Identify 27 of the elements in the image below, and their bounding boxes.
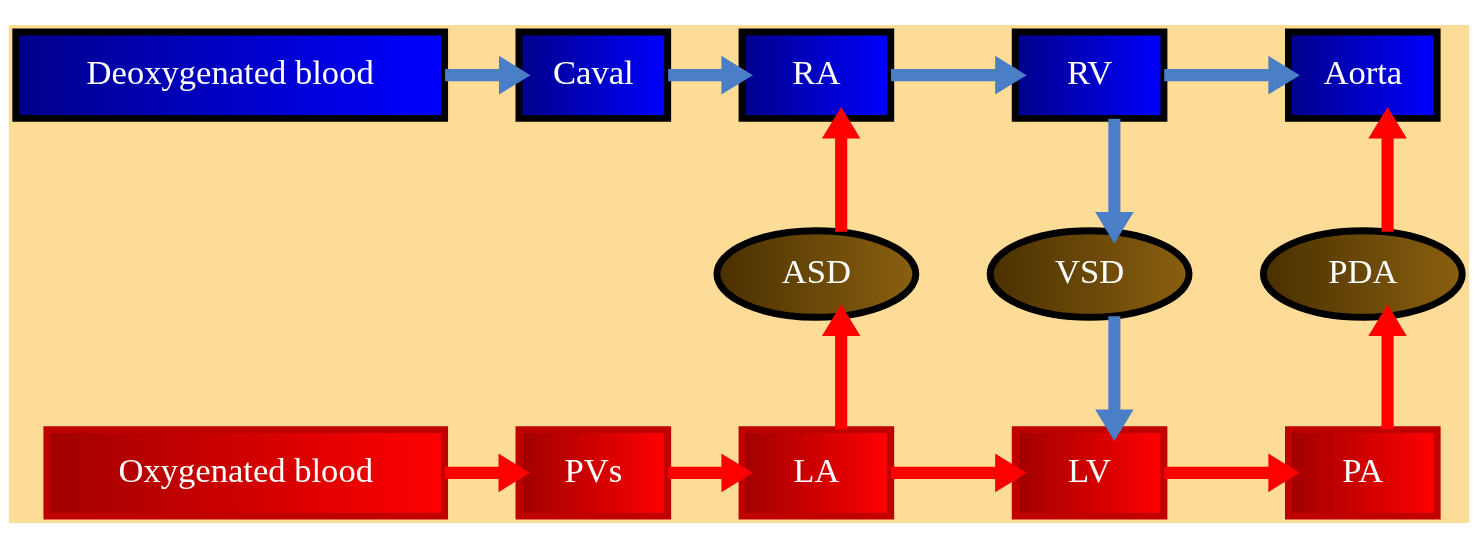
- node-ellipse: ASD: [713, 226, 920, 321]
- arrow: [1095, 118, 1134, 243]
- arrow: [668, 453, 753, 492]
- arrow: [1164, 453, 1300, 492]
- arrow: [1368, 304, 1407, 429]
- arrow: [891, 453, 1027, 492]
- node-box: Aorta: [1285, 27, 1441, 122]
- node-ellipse: VSD: [986, 226, 1193, 321]
- arrow: [1368, 106, 1407, 232]
- node-box: PA: [1285, 425, 1441, 520]
- arrow: [1164, 55, 1300, 94]
- arrow: [668, 55, 753, 94]
- node-box: RA: [738, 27, 895, 122]
- arrow: [821, 106, 861, 232]
- node-box: RV: [1011, 27, 1168, 122]
- arrow: [444, 453, 530, 492]
- arrow: [1095, 315, 1134, 441]
- node-box: LA: [738, 425, 895, 520]
- node-box: LV: [1011, 425, 1168, 520]
- node-box: Deoxygenated blood: [12, 27, 449, 122]
- arrow: [891, 55, 1027, 94]
- arrow: [445, 55, 531, 94]
- node-box: Oxygenated blood: [43, 425, 449, 520]
- node-box: PVs: [515, 425, 672, 520]
- node-ellipse: PDA: [1259, 226, 1466, 321]
- node-box: Caval: [515, 27, 672, 122]
- arrow: [821, 304, 861, 429]
